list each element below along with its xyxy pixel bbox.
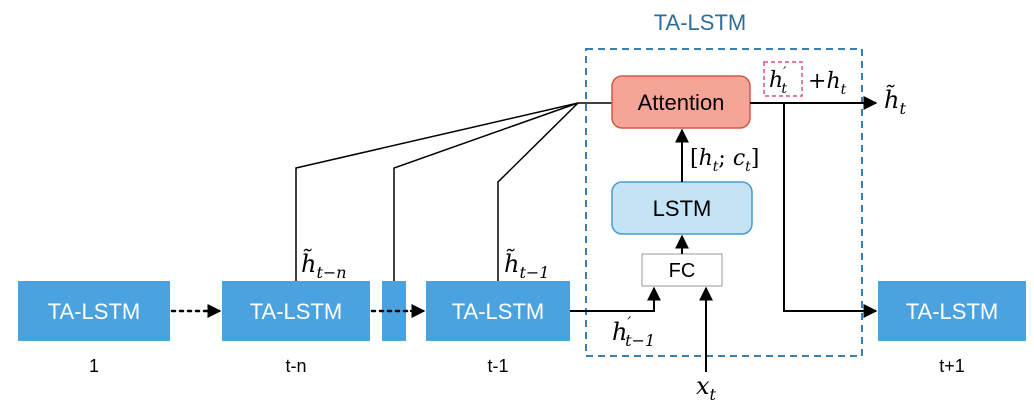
h-prime-highlight: [763, 61, 803, 97]
block-t-plus-1: [878, 281, 1026, 341]
block-t-n-step: t-n: [285, 356, 306, 376]
block-t-1: [426, 281, 570, 341]
line-small-to-attention: [393, 102, 579, 281]
line-tn-to-attention: [295, 102, 579, 281]
block-t-plus-1-label: TA-LSTM: [906, 299, 998, 324]
block-t-1-step: t-1: [487, 356, 508, 376]
fc-box: [641, 253, 723, 287]
block-t-plus-1-step: t+1: [939, 356, 965, 376]
attention-label: Attention: [638, 90, 725, 115]
h-tilde-t-minus-n: h̃t−n: [301, 249, 347, 282]
arrow-to-next-block: [783, 103, 878, 318]
block-t-n: [222, 281, 370, 341]
frame-title: TA-LSTM: [654, 10, 746, 35]
block-t-n-label: TA-LSTM: [250, 299, 342, 324]
ta-lstm-frame: [585, 48, 863, 357]
line-t1-to-attention: [497, 102, 579, 281]
plus-h-t: +ht: [808, 69, 847, 98]
h-prime-t: h′t: [769, 65, 787, 97]
arrow-t1-to-fc: [570, 286, 661, 312]
block-small: [382, 281, 406, 341]
concat-ht-ct: [ht; ct]: [690, 146, 759, 175]
block-1-label: TA-LSTM: [48, 299, 140, 324]
fc-label: FC: [669, 260, 696, 282]
block-1: [18, 281, 170, 341]
block-t-1-label: TA-LSTM: [452, 299, 544, 324]
h-tilde-t-minus-1: h̃t−1: [504, 249, 549, 282]
block-1-step: 1: [89, 356, 99, 376]
h-tilde-t-output: h̃t: [884, 85, 906, 118]
h-prime-t-minus-1: h′t−1: [612, 313, 655, 350]
lstm-label: LSTM: [653, 196, 712, 221]
x-t-input: xt: [696, 372, 717, 404]
